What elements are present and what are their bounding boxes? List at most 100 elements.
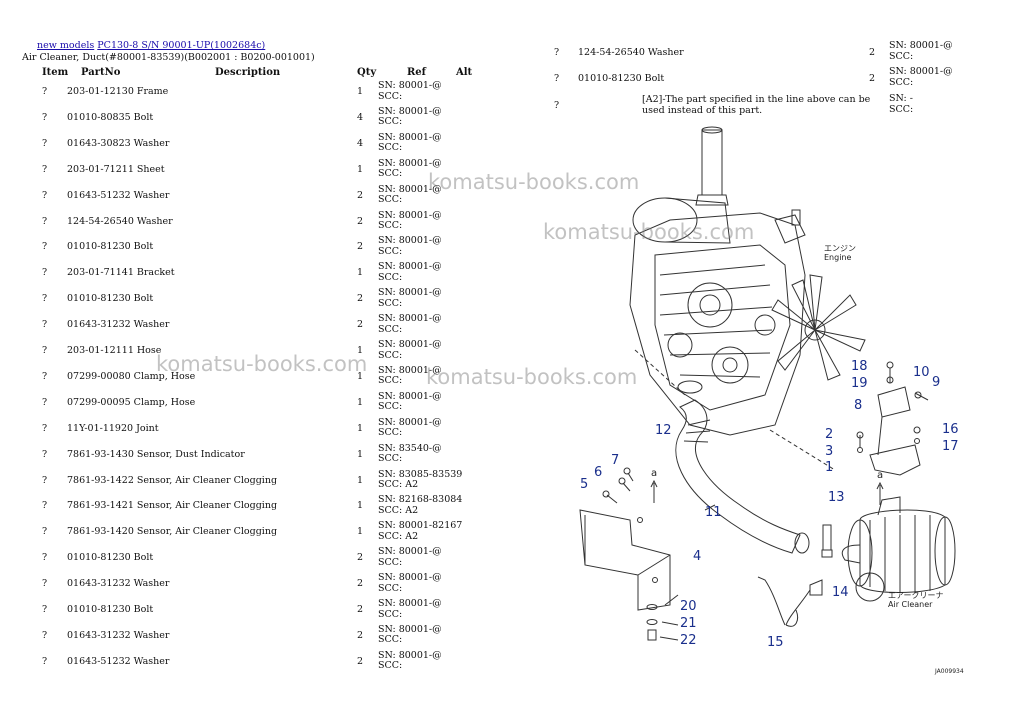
- row-part[interactable]: 01010-81230 Bolt: [67, 604, 154, 615]
- callout-5[interactable]: 5: [580, 477, 589, 492]
- row-part[interactable]: 01643-51232 Washer: [67, 189, 170, 201]
- header-item: Item: [42, 67, 69, 78]
- callout-17[interactable]: 17: [942, 439, 959, 454]
- row-qty: 4: [357, 111, 364, 123]
- callout-2[interactable]: 2: [825, 427, 834, 442]
- row-scc: SCC:: [378, 634, 403, 646]
- callout-14[interactable]: 14: [832, 585, 849, 600]
- row-part[interactable]: 01643-30823 Washer: [67, 137, 170, 149]
- row-part[interactable]: 7861-93-1430 Sensor, Dust Indicator: [67, 448, 245, 460]
- row-part[interactable]: 203-01-71211 Sheet: [67, 163, 165, 175]
- callout-1[interactable]: 1: [825, 460, 834, 475]
- callout-21[interactable]: 21: [680, 616, 697, 631]
- row-scc: SCC: A2: [378, 530, 419, 542]
- header-partno: PartNo: [81, 67, 121, 78]
- callout-15[interactable]: 15: [767, 635, 784, 650]
- row-sn: SN: 80001-82167: [378, 520, 463, 532]
- drawing-number: JA009934: [935, 668, 964, 675]
- row-part[interactable]: 11Y-01-11920 Joint: [67, 422, 159, 434]
- note-item: ?: [554, 100, 560, 111]
- row-part[interactable]: 01010-80835 Bolt: [67, 111, 154, 123]
- callout-18[interactable]: 18: [851, 359, 868, 374]
- row-part[interactable]: 01643-31232 Washer: [67, 319, 170, 331]
- row-part[interactable]: 01010-81230 Bolt: [67, 241, 154, 253]
- callout-7[interactable]: 7: [611, 453, 620, 468]
- row-item: ?: [554, 47, 560, 58]
- row-part[interactable]: 01643-51232 Washer: [67, 655, 170, 667]
- row-scc: SCC:: [378, 349, 403, 361]
- callout-19[interactable]: 19: [851, 376, 868, 391]
- row-part[interactable]: 01010-81230 Bolt: [67, 552, 154, 564]
- breadcrumb-link-new-models[interactable]: new models: [37, 40, 95, 51]
- row-part[interactable]: 07299-00095 Clamp, Hose: [67, 396, 196, 408]
- row-qty: 2: [357, 189, 364, 201]
- row-item: ?: [42, 215, 48, 227]
- row-item: ?: [42, 526, 48, 538]
- row-scc: SCC:: [378, 194, 403, 206]
- parts-diagram: エンジン Engine エアークリーナ Air Cleaner a a JA00…: [547, 125, 980, 685]
- row-qty: 2: [357, 655, 364, 667]
- callout-22[interactable]: 22: [680, 633, 697, 648]
- row-sn: SN: 80001-@: [378, 416, 442, 428]
- row-item: ?: [42, 578, 48, 590]
- callout-9[interactable]: 9: [932, 375, 941, 390]
- row-sn: SN: 80001-@: [378, 80, 442, 91]
- row-part[interactable]: 203-01-71141 Bracket: [67, 267, 175, 279]
- callout-10[interactable]: 10: [913, 365, 930, 380]
- row-sn: SN: 83540-@: [378, 442, 442, 454]
- row-scc: SCC:: [378, 427, 403, 439]
- row-item: ?: [42, 293, 48, 305]
- header-ref: Ref: [407, 67, 426, 78]
- row-sn: SN: 80001-@: [378, 313, 442, 325]
- row-scc: SCC:: [378, 608, 403, 620]
- row-sn: SN: 80001-@: [378, 183, 442, 195]
- row-scc: SCC:: [378, 168, 403, 180]
- row-part[interactable]: 203-01-12130 Frame: [67, 86, 169, 97]
- row-part[interactable]: 07299-00080 Clamp, Hose: [67, 370, 196, 382]
- diagram-drawing: [547, 126, 956, 683]
- row-sn: SN: 80001-@: [378, 649, 442, 661]
- row-sn: SN: 80001-@: [378, 131, 442, 143]
- row-part[interactable]: 01010-81230 Bolt: [578, 73, 665, 84]
- callout-11[interactable]: 11: [705, 505, 722, 520]
- row-item: ?: [42, 474, 48, 486]
- row-sn: SN: 80001-@: [378, 157, 442, 169]
- row-part[interactable]: 7861-93-1420 Sensor, Air Cleaner Cloggin…: [67, 526, 278, 538]
- row-qty: 1: [357, 526, 364, 538]
- row-scc: SCC:: [378, 90, 403, 102]
- row-part[interactable]: 01643-31232 Washer: [67, 629, 170, 641]
- callout-16[interactable]: 16: [942, 422, 959, 437]
- row-qty: 1: [357, 500, 364, 512]
- callout-6[interactable]: 6: [594, 465, 603, 480]
- row-item: ?: [42, 111, 48, 123]
- row-qty: 1: [357, 370, 364, 382]
- row-item: ?: [42, 319, 48, 331]
- callout-12[interactable]: 12: [655, 423, 672, 438]
- row-part[interactable]: 7861-93-1422 Sensor, Air Cleaner Cloggin…: [67, 474, 278, 486]
- row-qty: 2: [357, 578, 364, 590]
- row-scc: SCC:: [378, 375, 403, 387]
- air-cleaner-label-jp: エアークリーナ: [888, 591, 944, 600]
- row-part[interactable]: 01010-81230 Bolt: [67, 293, 154, 305]
- row-scc: SCC:: [378, 556, 403, 568]
- breadcrumb-link-model[interactable]: PC130-8 S/N 90001-UP(1002684c): [97, 40, 266, 51]
- callout-4[interactable]: 4: [693, 549, 702, 564]
- row-item: ?: [42, 86, 48, 97]
- callout-20[interactable]: 20: [680, 599, 697, 614]
- callout-3[interactable]: 3: [825, 444, 834, 459]
- callout-8[interactable]: 8: [854, 398, 863, 413]
- row-part[interactable]: 124-54-26540 Washer: [578, 47, 684, 58]
- row-part[interactable]: 203-01-12111 Hose: [67, 345, 162, 356]
- row-item: ?: [42, 163, 48, 175]
- row-sn: SN: 80001-@: [378, 339, 442, 350]
- row-qty: 1: [357, 86, 364, 97]
- callout-13[interactable]: 13: [828, 490, 845, 505]
- row-item: ?: [42, 370, 48, 382]
- note-sn: SN: -: [889, 93, 913, 104]
- row-part[interactable]: 01643-31232 Washer: [67, 578, 170, 590]
- row-qty: 1: [357, 345, 364, 356]
- row-sn: SN: 80001-@: [378, 209, 442, 221]
- engine-label-jp: エンジン: [824, 244, 856, 253]
- row-part[interactable]: 7861-93-1421 Sensor, Air Cleaner Cloggin…: [67, 500, 278, 512]
- row-part[interactable]: 124-54-26540 Washer: [67, 215, 173, 227]
